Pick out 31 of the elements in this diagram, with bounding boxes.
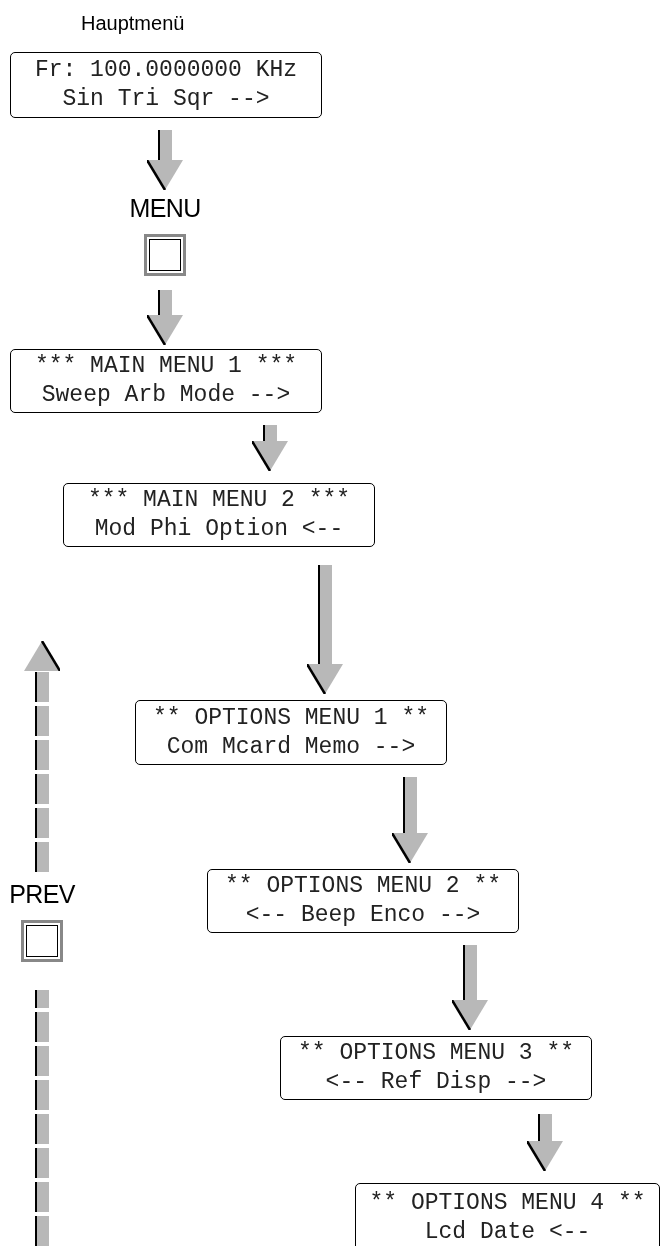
lcd-screen [280, 1036, 592, 1100]
lcd-screen [135, 700, 447, 765]
button-label: PREV [9, 880, 75, 908]
lcd-text-line: Sweep Arb Mode --> [41, 381, 291, 410]
lcd-text-line: Fr: 100.0000000 KHz [34, 56, 298, 85]
lcd-text-line: ** OPTIONS MENU 3 ** [297, 1039, 574, 1068]
lcd-text-line: ** OPTIONS MENU 4 ** [369, 1189, 646, 1218]
lcd-screen [10, 349, 322, 413]
block-arrow [305, 565, 345, 696]
block-arrow [250, 425, 290, 473]
block-arrow [145, 290, 185, 347]
lcd-text-line: Mod Phi Option <-- [94, 515, 344, 544]
lcd-text-line: <-- Beep Enco --> [245, 901, 481, 930]
lcd-text-line: *** MAIN MENU 2 *** [87, 486, 351, 515]
button-label: MENU [129, 194, 201, 222]
lcd-screen [63, 483, 375, 547]
block-arrow [390, 777, 430, 865]
lcd-text-line: Sin Tri Sqr --> [62, 85, 270, 114]
screen-caption: Hauptmenü [81, 11, 185, 35]
lcd-text-line: ** OPTIONS MENU 2 ** [224, 872, 501, 901]
lcd-screen [207, 869, 519, 933]
lcd-text-line: ** OPTIONS MENU 1 ** [152, 703, 429, 733]
block-arrow [145, 130, 185, 192]
block-arrow [450, 945, 490, 1032]
lcd-text-line: Lcd Date <-- [424, 1218, 591, 1246]
lcd-text-line: <-- Ref Disp --> [325, 1068, 547, 1097]
block-arrow [525, 1114, 565, 1173]
lcd-text-line: Com Mcard Memo --> [166, 732, 416, 762]
dashed-block-arrow [22, 639, 62, 872]
lcd-screen [355, 1183, 660, 1246]
lcd-text-line: *** MAIN MENU 1 *** [34, 352, 298, 381]
